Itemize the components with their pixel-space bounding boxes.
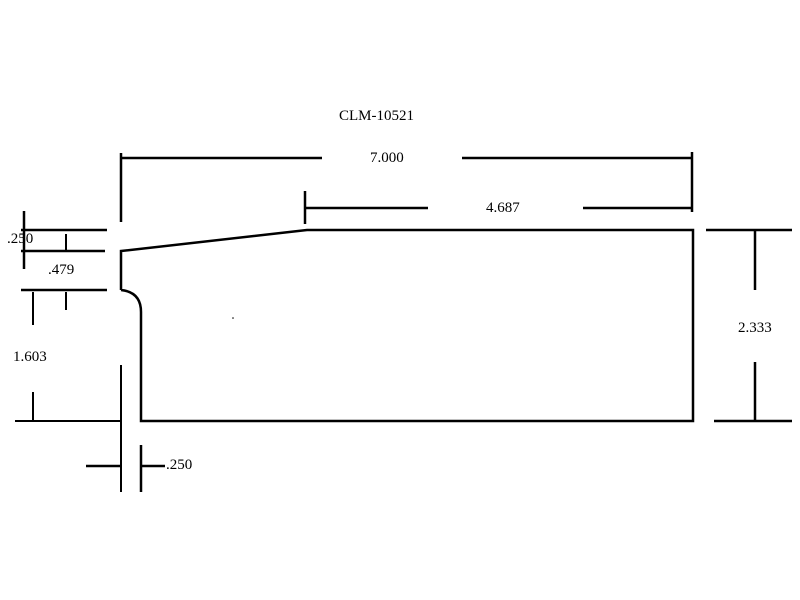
dim-overall-height: 2.333	[738, 320, 772, 336]
drawing-title: CLM-10521	[339, 108, 414, 124]
part-outline	[119, 228, 695, 423]
dim-top-step: .250	[7, 231, 34, 247]
dimension-lines	[15, 152, 792, 492]
dim-wall-thickness: .250	[166, 457, 193, 473]
dim-notch-height: .479	[48, 262, 75, 278]
dim-overall-width: 7.000	[370, 150, 404, 166]
dim-top-flat-width: 4.687	[486, 200, 520, 216]
dim-lower-height: 1.603	[13, 349, 47, 365]
